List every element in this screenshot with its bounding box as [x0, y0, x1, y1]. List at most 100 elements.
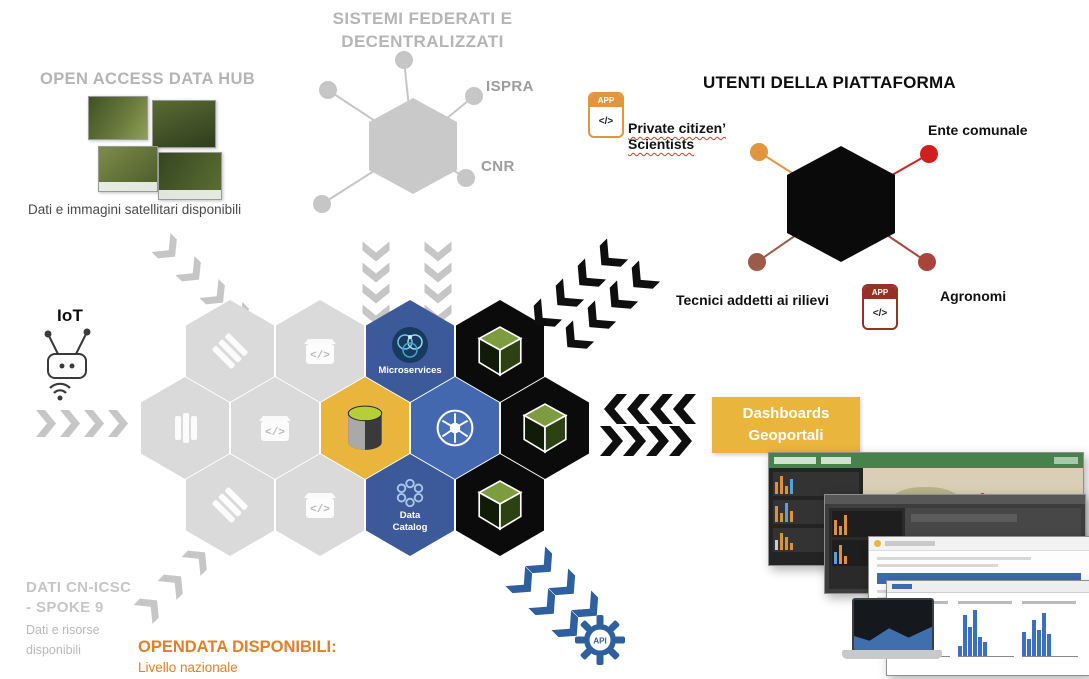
chevron-icon	[84, 410, 104, 437]
satellite-image-thumbnail	[88, 96, 148, 140]
chevron-icon	[579, 300, 616, 337]
cube-icon	[477, 480, 523, 531]
chevron-icon	[133, 591, 166, 624]
chevron-icon	[646, 426, 669, 456]
microservices-label: Microservices	[378, 365, 442, 377]
database-icon	[347, 405, 383, 450]
data-catalog-icon	[396, 478, 424, 508]
chevron-icon	[591, 238, 628, 275]
users-title: UTENTI DELLA PIATTAFORMA	[703, 73, 956, 92]
chevron-icon	[547, 278, 584, 315]
chevron-icon	[425, 284, 452, 304]
opendata-caption: Livello nazionale	[138, 660, 238, 675]
user-label-agronomi: Agronomi	[940, 288, 1007, 304]
federated-node-ispra-icon	[465, 87, 483, 105]
user-node-citizen-icon	[750, 143, 768, 161]
dark-dashboard-header	[825, 495, 1085, 504]
code-package-icon: </>	[304, 493, 336, 518]
chevron-icon	[673, 394, 696, 424]
api-gear-label: API	[593, 637, 606, 646]
chevron-icon	[557, 320, 594, 357]
bars-icon	[175, 413, 197, 443]
user-node-tecnici-icon	[748, 253, 766, 271]
chevron-icon	[60, 410, 80, 437]
laptop-graphic	[842, 598, 942, 668]
chevron-icon	[363, 242, 390, 262]
platform-hex-queue	[141, 377, 229, 479]
text-line	[877, 557, 1031, 560]
thumbnail-caption-strip	[99, 182, 157, 191]
satellite-image-thumbnail	[98, 146, 158, 192]
iot-device-icon	[44, 328, 91, 401]
chevron-icon	[623, 426, 646, 456]
code-icon: </>	[872, 308, 888, 319]
spoke9-title-line1: DATI CN-ICSC	[26, 579, 132, 596]
data-catalog-label-line2: Catalog	[392, 522, 428, 533]
chevron-icon	[36, 410, 56, 437]
mini-histogram	[1022, 601, 1078, 657]
satellite-image-thumbnail	[152, 100, 216, 148]
code-package-icon: </>	[304, 339, 336, 364]
header-text-line	[885, 541, 935, 546]
toolbar-item	[1054, 457, 1078, 464]
user-node-agronomi-icon	[918, 253, 936, 271]
data-catalog-label-line1: Data	[399, 510, 421, 522]
laptop-screen	[852, 598, 934, 652]
federated-node-icon	[319, 81, 337, 99]
spoke9-caption-line1: Dati e risorse	[26, 623, 100, 637]
app-badge-label: APP	[590, 94, 622, 107]
toolbar-item	[774, 457, 816, 464]
svg-text:</>: </>	[265, 427, 285, 439]
svg-text:</>: </>	[310, 350, 330, 362]
users-hexagon	[787, 146, 895, 262]
chevron-icon	[669, 426, 692, 456]
chevron-icon	[157, 567, 190, 600]
text-line	[877, 564, 998, 567]
layers-icon	[212, 333, 248, 369]
federated-node-icon	[313, 195, 331, 213]
webgis-toolbar	[769, 453, 1083, 468]
spoke9-title: DATI CN-ICSC - SPOKE 9	[26, 578, 131, 617]
chevron-icon	[108, 410, 128, 437]
chevron-icon	[175, 256, 208, 289]
app-icon: APP </>	[862, 284, 898, 330]
portal-logo	[874, 540, 881, 547]
chevron-icon	[600, 426, 623, 456]
user-label-tecnici: Tecnici addetti ai rilievi	[676, 292, 830, 308]
api-gear-icon: API	[575, 615, 625, 665]
app-badge-label: APP	[864, 286, 896, 299]
cube-icon	[522, 403, 568, 454]
svg-text:</>: </>	[310, 504, 330, 516]
chevron-icon	[363, 263, 390, 283]
app-icon: APP </>	[588, 92, 624, 138]
federated-node-label-cnr: CNR	[481, 158, 515, 175]
thumbnail-caption-strip	[159, 190, 221, 199]
chevron-icon	[425, 242, 452, 262]
user-node-comune-icon	[920, 145, 938, 163]
iot-title: IoT	[57, 306, 84, 325]
toolbar-item	[892, 584, 912, 589]
users-network-graphic	[748, 143, 938, 271]
chevron-icon	[601, 280, 638, 317]
federated-node-icon	[395, 51, 413, 69]
chevron-icon	[151, 233, 184, 266]
mini-chart	[832, 511, 902, 537]
opendata-title: OPENDATA DISPONIBILI:	[138, 638, 337, 656]
spoke9-title-line2: - SPOKE 9	[26, 598, 104, 616]
chevron-icon	[569, 258, 606, 295]
platform-hex-container	[501, 377, 589, 479]
laptop-chart	[854, 626, 932, 650]
federated-hexagon	[369, 98, 457, 194]
microservices-icon	[392, 327, 428, 364]
open-access-title: OPEN ACCESS DATA HUB	[40, 70, 256, 88]
chevron-icon	[604, 394, 627, 424]
laptop-base	[842, 650, 942, 659]
spoke9-caption-line2: disponibili	[26, 643, 81, 657]
mini-chart	[773, 472, 859, 496]
toolbar-item	[821, 457, 851, 464]
mini-histogram	[958, 601, 1014, 657]
charts-toolbar	[887, 581, 1089, 593]
user-label-ente-comunale: Ente comunale	[928, 122, 1028, 138]
cube-icon	[477, 326, 523, 377]
